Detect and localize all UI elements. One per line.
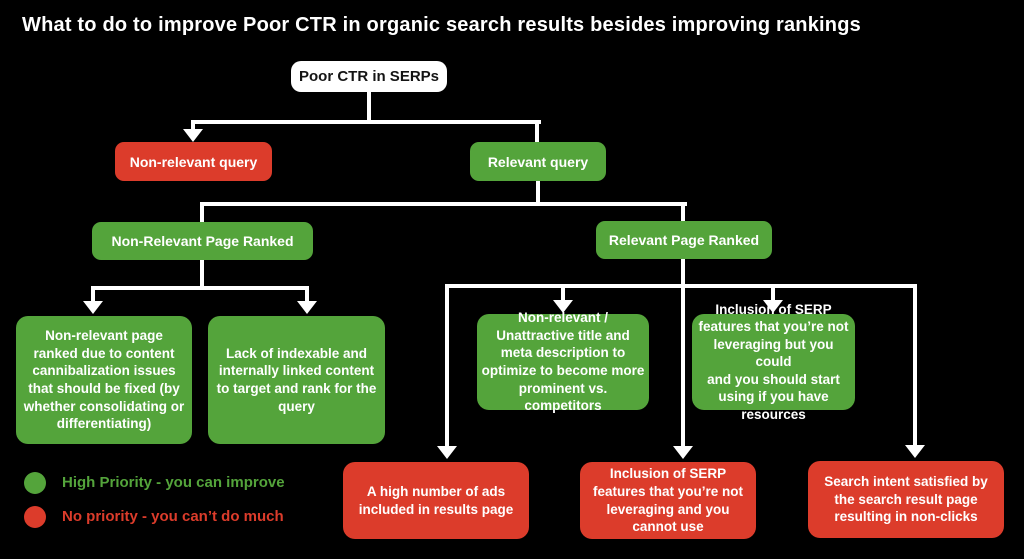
connector-to-serp-usable [771, 288, 775, 300]
arrowhead-down-icon [553, 300, 573, 313]
arrowhead-down-icon [763, 300, 783, 313]
node-serp-features-usable: Inclusion of SERP features that you’re n… [692, 302, 855, 422]
connector-to-many-ads [445, 288, 449, 446]
node-title-meta-optimize: Non-relevant / Unattractive title and me… [477, 310, 649, 413]
legend-no-priority-label: No priority - you can’t do much [62, 508, 284, 525]
node-relevant-page-ranked: Relevant Page Ranked [596, 221, 772, 259]
connector-level2-horizontal [200, 202, 687, 206]
connector-to-relevant-page [681, 206, 685, 224]
arrowhead-down-icon [905, 445, 925, 458]
arrowhead-down-icon [183, 129, 203, 142]
node-lack-of-indexable-content: Lack of indexable and internally linked … [208, 316, 385, 444]
node-non-relevant-page-ranked: Non-Relevant Page Ranked [92, 222, 313, 260]
node-poor-ctr-in-serps: Poor CTR in SERPs [291, 61, 447, 92]
connector-level3-right-horizontal [445, 284, 917, 288]
connector-to-lack-of-indexable [305, 288, 309, 301]
connector-to-relevant-query [535, 120, 539, 144]
high-priority-dot-icon [24, 472, 46, 494]
connector-to-serp-unusable [681, 288, 685, 446]
arrowhead-down-icon [83, 301, 103, 314]
connector-relevant-query-down [536, 179, 540, 205]
node-relevant-query: Relevant query [470, 142, 606, 181]
node-non-relevant-query: Non-relevant query [115, 142, 272, 181]
connector-level1-horizontal [191, 120, 541, 124]
page-title: What to do to improve Poor CTR in organi… [22, 14, 861, 36]
connector-to-title-meta [561, 288, 565, 300]
no-priority-dot-icon [24, 506, 46, 528]
connector-to-non-relevant-page [200, 206, 204, 224]
node-intent-satisfied: Search intent satisfied by the search re… [808, 461, 1004, 538]
arrowhead-down-icon [673, 446, 693, 459]
connector-relevant-page-down [681, 258, 685, 286]
connector-root-down [367, 92, 371, 122]
node-many-ads: A high number of ads included in results… [343, 462, 529, 539]
node-serp-features-unusable: Inclusion of SERP features that you’re n… [580, 462, 756, 539]
arrowhead-down-icon [297, 301, 317, 314]
arrowhead-down-icon [437, 446, 457, 459]
connector-to-intent-satisfied [913, 288, 917, 445]
connector-to-cannibalization [91, 288, 95, 301]
legend-high-priority-label: High Priority - you can improve [62, 474, 285, 491]
node-cannibalization-issues: Non-relevant page ranked due to content … [16, 316, 192, 444]
connector-to-non-relevant-query [191, 120, 195, 130]
connector-level3-left-horizontal [91, 286, 309, 290]
connector-non-relevant-page-down [200, 259, 204, 288]
